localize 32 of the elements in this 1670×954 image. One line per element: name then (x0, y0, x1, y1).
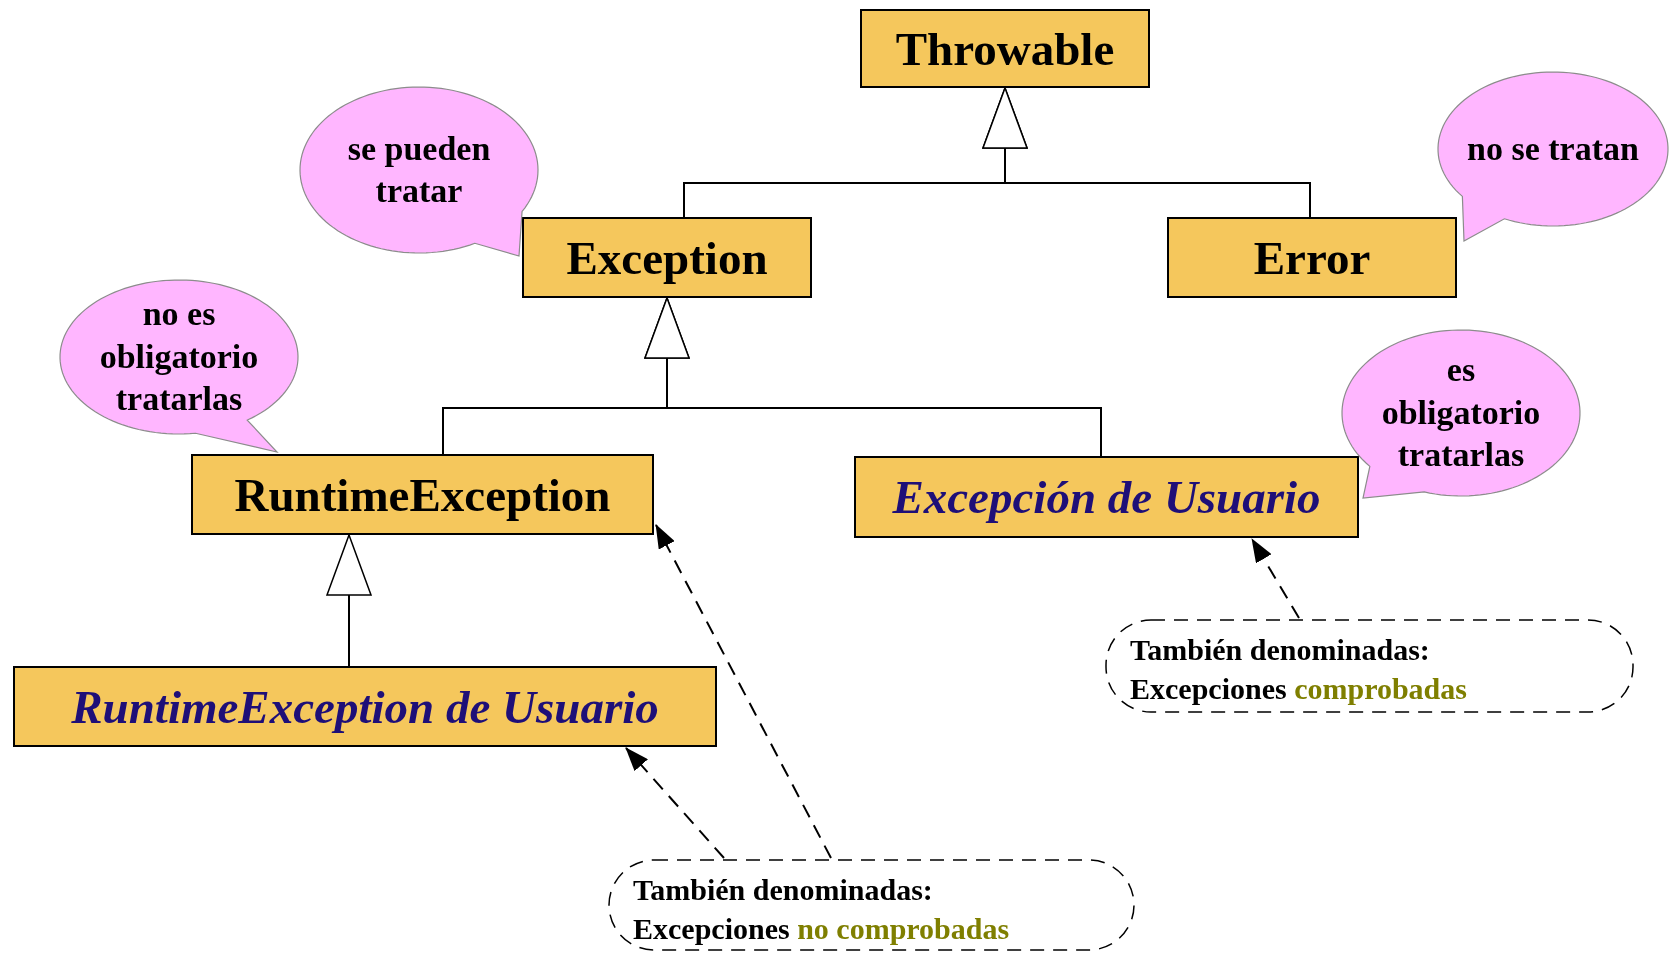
class-name: RuntimeException (234, 467, 611, 522)
dashed-arrow (625, 747, 725, 859)
note-text: También denominadas: (633, 872, 933, 908)
class-name: RuntimeException de Usuario (71, 679, 659, 734)
note-box (1104, 618, 1635, 714)
class-box (1167, 217, 1457, 298)
class-name: Exception (566, 230, 768, 285)
dashed-arrow (655, 524, 832, 859)
bubble-text: no es obligatorio tratarlas (98, 294, 260, 420)
bubble-text: es obligatorio tratarlas (1380, 350, 1542, 476)
class-name: Error (1253, 230, 1371, 285)
class-name: Excepción de Usuario (892, 470, 1321, 524)
class-box (191, 454, 654, 535)
inheritance-arrow (644, 297, 1102, 457)
speech-bubble (59, 279, 299, 453)
bubble-text: no se tratan (1466, 128, 1640, 169)
inheritance-arrow (326, 534, 372, 667)
speech-bubble (1437, 71, 1669, 242)
class-box (13, 666, 717, 747)
class-box (860, 9, 1150, 88)
speech-bubble (1341, 329, 1581, 499)
dashed-arrow (1251, 538, 1300, 619)
note-text: Excepciones no comprobadas (633, 911, 1010, 947)
note-text: Excepciones comprobadas (1130, 671, 1467, 707)
bubble-text: se pueden tratar (346, 128, 492, 211)
class-name: Throwable (895, 21, 1115, 76)
note-box (607, 858, 1136, 952)
class-box (522, 217, 812, 298)
note-text: También denominadas: (1130, 632, 1430, 668)
class-box (854, 456, 1359, 538)
speech-bubble (299, 86, 539, 257)
inheritance-arrow (982, 87, 1311, 218)
